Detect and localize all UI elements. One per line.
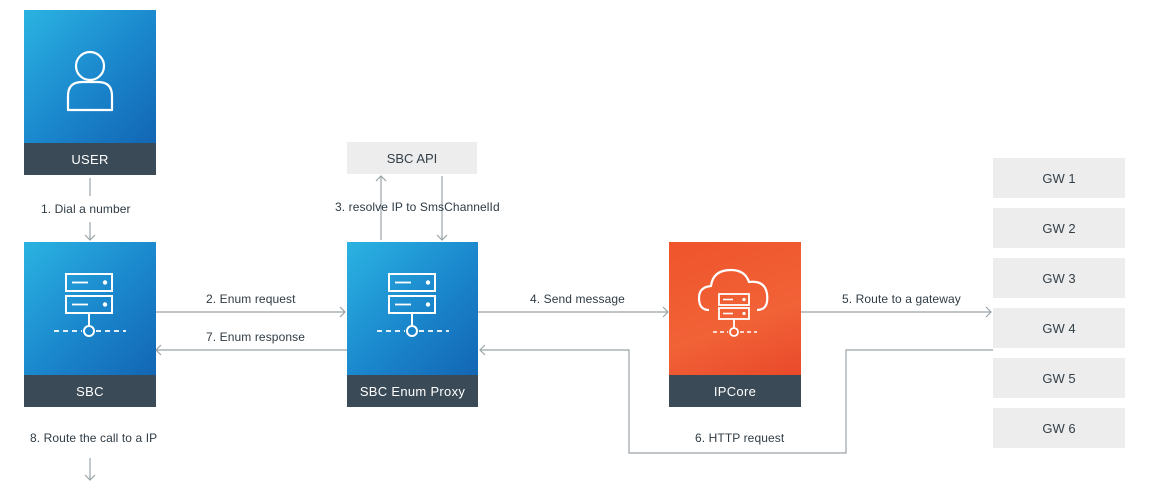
step-1-label: 1. Dial a number	[41, 202, 131, 216]
server-icon	[54, 273, 126, 337]
arrow-head-enum-request	[339, 306, 346, 318]
connector-http-request	[480, 349, 993, 454]
sbc-node-label: SBC	[24, 375, 156, 407]
gateway-5: GW 5	[993, 358, 1125, 398]
step-4-label: 4. Send message	[530, 292, 625, 306]
arrow-head-sbc-down	[84, 234, 96, 241]
step-5-label: 5. Route to a gateway	[842, 292, 961, 306]
gateway-4: GW 4	[993, 308, 1125, 348]
arrow-head-api-up	[375, 175, 387, 182]
enum-proxy-node-label: SBC Enum Proxy	[347, 375, 478, 407]
ipcore-node: IPCore	[669, 242, 801, 407]
arrow-head-http-request	[479, 344, 486, 356]
sbc-node: SBC	[24, 242, 156, 407]
arrow-head-enum-response	[155, 344, 162, 356]
step-6-label: 6. HTTP request	[695, 431, 785, 445]
step-7-label: 7. Enum response	[206, 330, 305, 344]
user-icon	[66, 50, 114, 112]
server-icon	[377, 273, 449, 337]
gateway-2: GW 2	[993, 208, 1125, 248]
cloud-server-icon	[697, 268, 769, 337]
step-3-label: 3. resolve IP to SmsChannelId	[335, 200, 500, 214]
gateway-1: GW 1	[993, 158, 1125, 198]
ipcore-node-label: IPCore	[669, 375, 801, 407]
arrow-head-route-gateway	[985, 306, 992, 318]
gateway-6: GW 6	[993, 408, 1125, 448]
arrow-head-proxy-down	[436, 234, 448, 241]
step-8-label: 8. Route the call to a IP	[30, 431, 158, 445]
enum-proxy-node: SBC Enum Proxy	[347, 242, 478, 407]
arrow-head-route-call	[84, 474, 96, 481]
gateway-3: GW 3	[993, 258, 1125, 298]
arrow-head-send-message	[662, 306, 669, 318]
step-2-label: 2. Enum request	[206, 292, 296, 306]
sbc-api-box: SBC API	[347, 142, 477, 174]
user-node: USER	[24, 10, 156, 175]
user-node-label: USER	[24, 143, 156, 175]
